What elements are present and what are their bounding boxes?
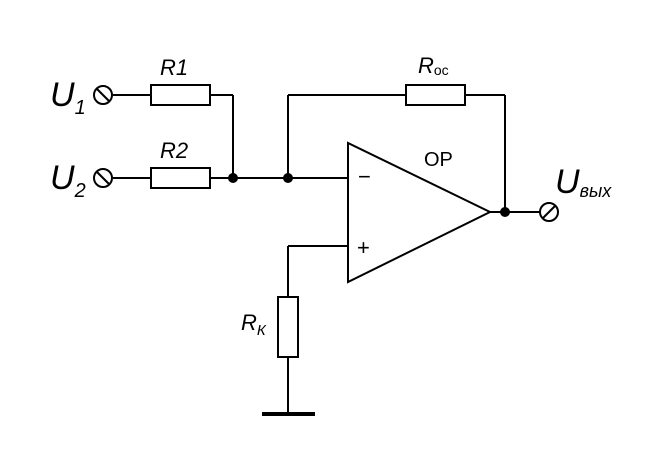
opamp-triangle xyxy=(347,141,493,284)
junction-node xyxy=(228,173,238,183)
junction-node xyxy=(500,207,510,217)
label-rk: RК xyxy=(241,310,267,339)
junction-node xyxy=(283,173,293,183)
label-r1: R1 xyxy=(160,55,188,80)
label-u2: U2 xyxy=(50,159,86,202)
resistor-rk xyxy=(277,296,299,358)
label-minus: − xyxy=(358,164,371,189)
label-opamp: OP xyxy=(424,149,453,171)
terminal-uout xyxy=(539,202,559,222)
resistor-rfb xyxy=(405,84,466,106)
label-plus: + xyxy=(357,235,370,260)
resistor-r2 xyxy=(150,167,211,189)
label-u1: U1 xyxy=(50,76,86,119)
label-uout: Uвых xyxy=(555,163,612,201)
wires xyxy=(113,94,540,414)
resistor-r1 xyxy=(150,84,211,106)
label-rfb: Rос xyxy=(418,53,449,78)
terminal-u1 xyxy=(93,85,113,105)
label-r2: R2 xyxy=(160,138,188,163)
terminal-u2 xyxy=(93,168,113,188)
